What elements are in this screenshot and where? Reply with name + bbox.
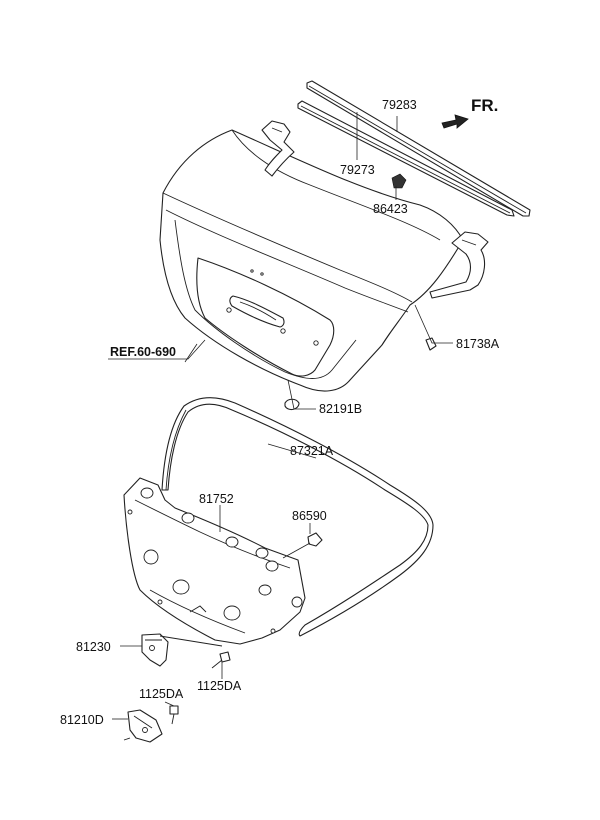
callout-81738a: 81738A: [456, 337, 500, 351]
clip-86423: [391, 173, 407, 189]
callout-81210d: 81210D: [60, 713, 104, 727]
callout-87321a: 87321A: [290, 444, 334, 458]
gas-lifter-rods: [297, 80, 531, 217]
front-arrow-icon: [441, 114, 469, 129]
callout-1125da-right: 1125DA: [197, 679, 242, 693]
leader-lines: [108, 112, 453, 720]
front-direction-label: FR.: [471, 96, 498, 115]
callout-86590: 86590: [292, 509, 327, 523]
callout-82191b: 82191B: [319, 402, 362, 416]
latch-81230: [141, 633, 223, 667]
reference-label: REF.60-690: [110, 345, 176, 359]
callout-81230: 81230: [76, 640, 111, 654]
callout-labels: 79283 79273 86423 81738A REF.60-690 8219…: [60, 98, 500, 727]
callout-81752: 81752: [199, 492, 234, 506]
trim-panel-81752: [123, 477, 306, 645]
bolt-1125da-lower: [169, 705, 179, 725]
weatherstrip-87321a: [161, 397, 434, 637]
front-direction-indicator: FR.: [441, 96, 498, 129]
actuator-81210d: [123, 709, 163, 743]
callout-79273: 79273: [340, 163, 375, 177]
clip-86590: [307, 532, 323, 547]
callout-1125da-lower: 1125DA: [139, 687, 184, 701]
trunk-lid-panel: [159, 120, 489, 392]
callout-79283: 79283: [382, 98, 417, 112]
bolt-1125da-right: [211, 651, 231, 669]
callout-86423: 86423: [373, 202, 408, 216]
grommet-82191b: [284, 398, 300, 411]
